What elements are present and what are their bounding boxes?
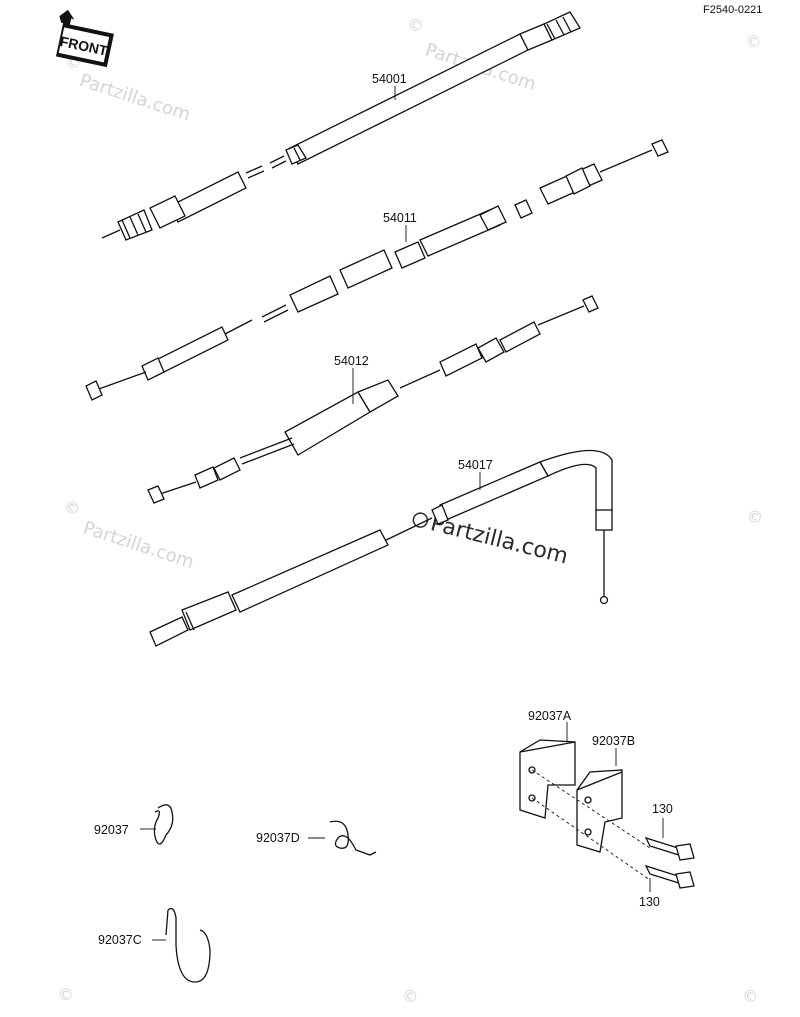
svg-text:Partzilla.com: Partzilla.com — [428, 511, 571, 569]
diagram-code: F2540-0221 — [703, 4, 762, 16]
part-label-92037: 92037 — [94, 823, 129, 837]
part-label-54017: 54017 — [458, 458, 493, 472]
part-label-92037B: 92037B — [592, 734, 635, 748]
svg-text:©: © — [743, 30, 764, 53]
clip-92037C — [165, 907, 211, 983]
svg-text:©: © — [400, 985, 421, 1008]
svg-text:©: © — [55, 983, 76, 1006]
choke-cable-54017 — [149, 449, 613, 647]
front-arrow-icon: FRONT — [55, 9, 114, 68]
svg-text:Partzilla.com: Partzilla.com — [80, 517, 196, 573]
cable-bracket-assembly — [519, 739, 695, 889]
part-label-130-top: 130 — [652, 802, 673, 816]
part-label-54012: 54012 — [334, 354, 369, 368]
part-label-92037D: 92037D — [256, 831, 300, 845]
svg-text:©: © — [744, 505, 765, 528]
svg-text:©: © — [740, 985, 761, 1008]
part-label-92037C: 92037C — [98, 933, 142, 947]
clip-92037D — [329, 820, 377, 856]
speedometer-cable-54001 — [101, 11, 581, 241]
clip-92037 — [153, 804, 174, 845]
svg-text:©: © — [405, 14, 426, 37]
watermark-layer: © Partzilla.com © Partzilla.com © © Part… — [55, 14, 765, 1008]
part-label-92037A: 92037A — [528, 709, 572, 723]
part-label-130-bottom: 130 — [639, 895, 660, 909]
clutch-cable-54012 — [147, 295, 599, 504]
svg-text:©: © — [62, 496, 83, 519]
part-label-54011: 54011 — [383, 211, 417, 225]
svg-text:Partzilla.com: Partzilla.com — [77, 70, 193, 126]
part-label-54001: 54001 — [372, 72, 407, 86]
throttle-cable-54011 — [85, 139, 669, 401]
